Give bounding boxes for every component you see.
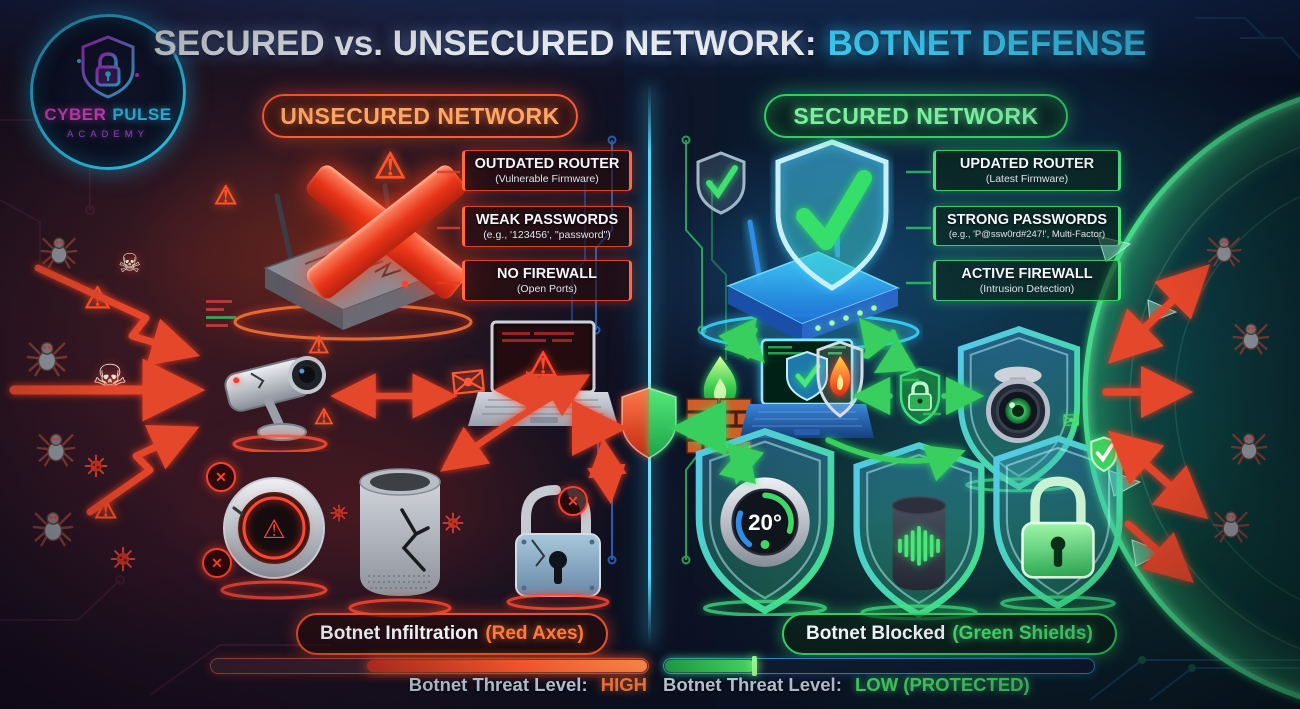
callout-title: ACTIVE FIREWALL [961, 266, 1093, 282]
title-accent: BOTNET DEFENSE [827, 24, 1147, 63]
shield-check-icon [775, 139, 889, 291]
secured-header-label: SECURED NETWORK [793, 102, 1039, 129]
flame-shield-icon [816, 340, 864, 418]
threat-label: Botnet Threat Level: [663, 674, 842, 695]
callout-active-firewall: ACTIVE FIREWALL (Intrusion Detection) [933, 260, 1121, 301]
unsecured-network-header: UNSECURED NETWORK [262, 94, 578, 138]
callout-subtitle: (Intrusion Detection) [979, 283, 1075, 295]
callout-subtitle: (Vulnerable Firmware) [495, 173, 599, 185]
laptop-warning-icon: ⚠ [528, 346, 558, 384]
page-title: SECURED vs. UNSECURED NETWORK: BOTNET DEF… [0, 24, 1300, 64]
callout-strong-passwords: STRONG PASSWORDS (e.g., 'P@ssw0rd#247!',… [933, 206, 1121, 246]
threat-fill-high [367, 660, 647, 672]
callout-subtitle: (e.g., '123456', "password") [483, 229, 611, 241]
secured-threat-level: Botnet Threat Level: LOW (PROTECTED) [663, 674, 1100, 696]
logo-word-cyber: CYBER [44, 105, 107, 124]
secured-network-header: SECURED NETWORK [764, 94, 1068, 138]
infected-laptop-illustration: ⚠ [468, 320, 618, 426]
caption-text: Botnet Blocked [806, 623, 946, 644]
threat-meter-secured [663, 656, 1095, 676]
warning-triangle-icon: ⚠ [84, 282, 111, 315]
half-shield-icon [621, 387, 677, 459]
title-main: SECURED vs. UNSECURED NETWORK: [153, 24, 817, 63]
lock-shield-icon [899, 367, 941, 425]
caption-text: Botnet Infiltration [320, 623, 479, 644]
threat-fill-low [665, 656, 758, 676]
callout-title: OUTDATED ROUTER [474, 156, 620, 172]
warning-triangle-icon: ⚠ [308, 332, 330, 359]
safe-email-icon: ✉ [1062, 408, 1081, 433]
red-x-badge: ✕ [202, 548, 232, 578]
threat-value: LOW (PROTECTED) [855, 674, 1030, 695]
threat-meter-unsecured [210, 658, 649, 674]
callout-title: UPDATED ROUTER [959, 156, 1095, 172]
warning-triangle-icon: ⚠ [214, 180, 238, 210]
callout-outdated-router: OUTDATED ROUTER (Vulnerable Firmware) [462, 150, 632, 191]
cracked-speaker-illustration [348, 468, 452, 618]
callout-weak-passwords: WEAK PASSWORDS (e.g., '123456', "passwor… [462, 206, 632, 247]
callout-subtitle: (e.g., 'P@ssw0rd#247!', Multi-Factor) [948, 229, 1106, 240]
callout-title: WEAK PASSWORDS [475, 212, 619, 228]
caption-highlight: (Red Axes) [485, 623, 584, 644]
threat-label: Botnet Threat Level: [408, 674, 588, 695]
thermostat-reading: 20° [748, 510, 782, 535]
red-x-badge: ✕ [558, 486, 588, 516]
callout-subtitle: (Open Ports) [516, 283, 578, 295]
broken-padlock-illustration [506, 485, 610, 610]
shielded-speaker-illustration [845, 434, 993, 621]
skull-icon: ☠ [118, 248, 142, 278]
callout-updated-router: UPDATED ROUTER (Latest Firmware) [933, 150, 1121, 191]
callout-title: STRONG PASSWORDS [946, 212, 1108, 228]
callout-subtitle: (Latest Firmware) [985, 173, 1069, 185]
red-x-badge: ✕ [206, 462, 236, 492]
skull-icon: ☠ [92, 358, 128, 402]
caption-highlight: (Green Shields) [952, 623, 1093, 644]
threat-value: HIGH [600, 674, 647, 695]
callout-no-firewall: NO FIREWALL (Open Ports) [462, 260, 632, 301]
secured-caption: Botnet Blocked (Green Shields) [782, 613, 1117, 655]
unsecured-header-label: UNSECURED NETWORK [280, 102, 560, 129]
unsecured-caption: Botnet Infiltration (Red Axes) [296, 613, 608, 655]
warning-triangle-icon: ⚠ [314, 404, 334, 429]
shielded-thermostat-illustration: 20° [686, 426, 844, 616]
warning-triangle-icon: ⚠ [374, 145, 407, 186]
unsecured-threat-level: Botnet Threat Level: HIGH [210, 674, 647, 696]
callout-title: NO FIREWALL [497, 266, 597, 282]
center-divider [648, 86, 651, 644]
shielded-padlock-illustration [985, 426, 1131, 612]
logo-subtitle: ACADEMY [67, 129, 149, 140]
warning-triangle-icon: ⚠ [94, 494, 118, 524]
logo-word-pulse: PULSE [112, 105, 172, 124]
small-shield-check-icon [696, 151, 746, 215]
thermostat-warning-icon: ⚠ [262, 514, 285, 544]
